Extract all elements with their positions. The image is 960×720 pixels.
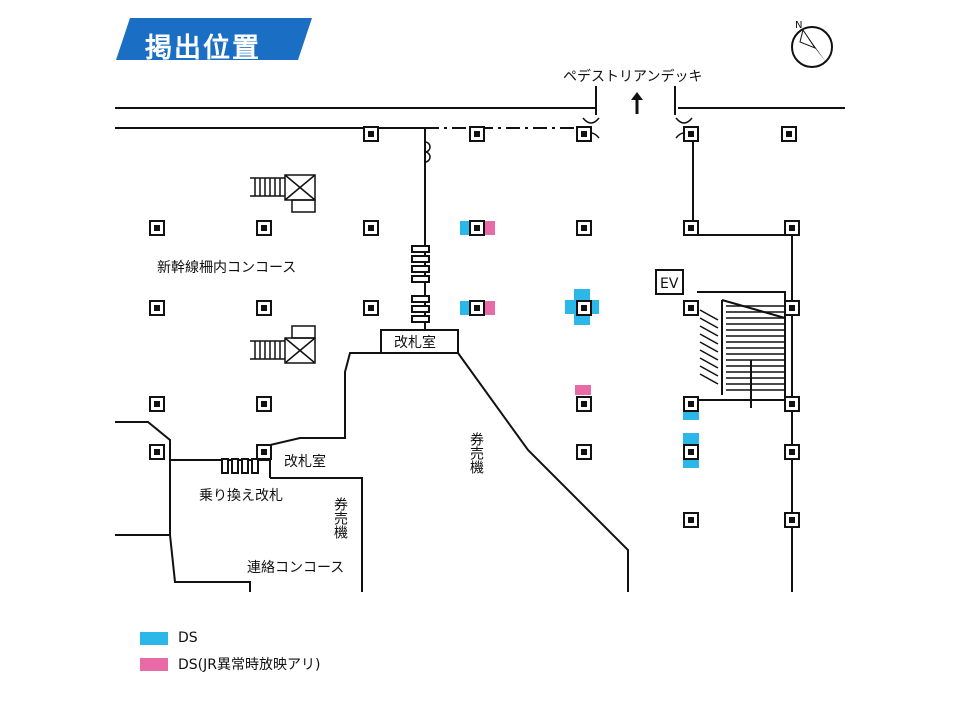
transfer-gates (221, 458, 259, 474)
legend-swatch-ds-jr (140, 657, 168, 671)
door-symbols (424, 117, 693, 163)
column-markers (149, 126, 800, 528)
header-badge (116, 18, 312, 60)
central-gates (411, 245, 430, 323)
legend: DS DS(JR異常時放映アリ) (140, 625, 320, 677)
ds-markers (460, 221, 699, 468)
stairs-left (250, 174, 316, 364)
elevator-label: EV (660, 276, 679, 292)
compass-label: N (795, 20, 802, 31)
page-title: 掲出位置 (145, 33, 261, 64)
legend-item-ds-jr: DS(JR異常時放映アリ) (140, 651, 320, 677)
legend-label-ds: DS (178, 630, 198, 646)
ticket-machine-right-label: 券売機 (468, 432, 484, 475)
ticket-office-left-label: 改札室 (284, 453, 326, 470)
ticket-office-top-label: 改札室 (394, 334, 436, 351)
deck-label: ペデストリアンデッキ (563, 68, 702, 85)
shinkansen-concourse-label: 新幹線柵内コンコース (157, 259, 296, 276)
connecting-concourse-label: 連絡コンコース (247, 560, 344, 576)
ticket-machine-left-label: 券売機 (332, 497, 348, 540)
up-arrow-icon (631, 92, 643, 114)
legend-item-ds: DS (140, 625, 320, 651)
legend-swatch-ds (140, 631, 168, 645)
north-compass-icon (791, 26, 833, 68)
legend-label-ds-jr: DS(JR異常時放映アリ) (178, 657, 321, 673)
stairs-right (699, 305, 785, 391)
transfer-gate-label: 乗り換え改札 (199, 488, 283, 504)
